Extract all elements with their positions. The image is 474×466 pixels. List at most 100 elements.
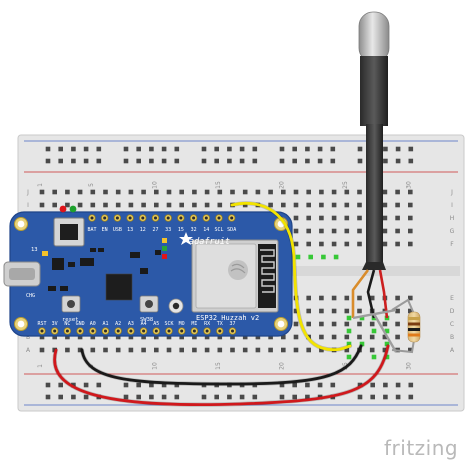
breadboard-hole[interactable] [268, 189, 273, 195]
breadboard-hole[interactable] [77, 202, 83, 208]
rail-hole[interactable] [45, 158, 51, 164]
breadboard-hole[interactable] [242, 202, 248, 208]
breadboard-hole[interactable] [230, 334, 235, 340]
rail-hole[interactable] [214, 146, 219, 152]
rail-hole[interactable] [149, 158, 154, 164]
breadboard-hole[interactable] [166, 334, 172, 340]
rail-hole[interactable] [383, 394, 388, 400]
breadboard-hole[interactable] [357, 308, 362, 314]
breadboard-hole[interactable] [395, 202, 400, 208]
rail-hole[interactable] [174, 382, 180, 388]
breadboard-hole[interactable] [382, 321, 388, 327]
rail-hole[interactable] [123, 382, 129, 388]
rail-hole[interactable] [330, 382, 336, 388]
breadboard-hole[interactable] [306, 189, 311, 195]
rail-hole[interactable] [370, 382, 375, 388]
breadboard-hole[interactable] [39, 347, 45, 353]
breadboard-hole[interactable] [331, 215, 337, 221]
breadboard-hole[interactable] [357, 202, 362, 208]
breadboard-hole[interactable] [281, 347, 286, 353]
breadboard-hole[interactable] [141, 202, 146, 208]
breadboard-hole[interactable] [128, 202, 134, 208]
breadboard-hole[interactable] [255, 189, 261, 195]
breadboard-hole[interactable] [319, 308, 324, 314]
rail-hole[interactable] [239, 394, 245, 400]
rail-hole[interactable] [71, 146, 76, 152]
breadboard-hole[interactable] [408, 189, 413, 195]
breadboard-hole[interactable] [395, 295, 400, 301]
breadboard-hole[interactable] [331, 321, 337, 327]
rail-hole[interactable] [136, 146, 141, 152]
breadboard-hole[interactable] [179, 334, 184, 340]
breadboard-hole[interactable] [344, 308, 350, 314]
breadboard-hole[interactable] [281, 334, 286, 340]
breadboard-hole[interactable] [395, 215, 400, 221]
rail-hole[interactable] [201, 158, 207, 164]
breadboard-hole[interactable] [103, 334, 108, 340]
breadboard-hole[interactable] [331, 295, 337, 301]
rail-hole[interactable] [383, 382, 388, 388]
rail-hole[interactable] [239, 146, 245, 152]
breadboard-hole[interactable] [192, 189, 197, 195]
breadboard-hole[interactable] [319, 241, 324, 247]
breadboard-hole[interactable] [293, 202, 299, 208]
breadboard-hole[interactable] [179, 202, 184, 208]
rail-hole[interactable] [305, 394, 310, 400]
breadboard-hole[interactable] [331, 228, 337, 234]
rail-hole[interactable] [174, 394, 180, 400]
breadboard-hole[interactable] [128, 189, 134, 195]
breadboard-hole[interactable] [331, 241, 337, 247]
breadboard-hole[interactable] [382, 215, 388, 221]
rail-hole[interactable] [136, 382, 141, 388]
breadboard-hole[interactable] [369, 321, 375, 327]
breadboard-hole[interactable] [39, 202, 45, 208]
rail-hole[interactable] [383, 158, 388, 164]
breadboard-hole[interactable] [408, 228, 413, 234]
breadboard-hole[interactable] [115, 334, 121, 340]
rail-hole[interactable] [161, 158, 167, 164]
rail-hole[interactable] [408, 394, 414, 400]
breadboard-hole[interactable] [408, 241, 413, 247]
rail-hole[interactable] [305, 382, 310, 388]
red-wire[interactable] [53, 344, 390, 407]
breadboard-hole[interactable] [382, 228, 388, 234]
breadboard-hole[interactable] [293, 334, 299, 340]
breadboard-hole[interactable] [217, 334, 223, 340]
breadboard-hole[interactable] [408, 202, 413, 208]
breadboard-hole[interactable] [293, 347, 299, 353]
breadboard-hole[interactable] [65, 347, 70, 353]
breadboard-hole[interactable] [217, 202, 223, 208]
rail-hole[interactable] [83, 382, 89, 388]
breadboard-hole[interactable] [306, 321, 311, 327]
rail-hole[interactable] [227, 394, 232, 400]
breadboard-hole[interactable] [344, 321, 350, 327]
rail-hole[interactable] [357, 394, 363, 400]
breadboard-hole[interactable] [306, 215, 311, 221]
breadboard-hole[interactable] [141, 189, 146, 195]
rail-hole[interactable] [58, 394, 63, 400]
rail-hole[interactable] [161, 394, 167, 400]
breadboard-hole[interactable] [306, 228, 311, 234]
rail-hole[interactable] [71, 382, 76, 388]
breadboard-hole[interactable] [382, 202, 388, 208]
breadboard-hole[interactable] [90, 347, 96, 353]
breadboard-hole[interactable] [268, 347, 273, 353]
breadboard-hole[interactable] [192, 347, 197, 353]
breadboard-hole[interactable] [103, 202, 108, 208]
breadboard-hole[interactable] [192, 202, 197, 208]
rail-hole[interactable] [279, 394, 285, 400]
breadboard-hole[interactable] [369, 334, 375, 340]
rail-hole[interactable] [201, 394, 207, 400]
breadboard-hole[interactable] [242, 347, 248, 353]
breadboard-hole[interactable] [65, 334, 70, 340]
rail-hole[interactable] [370, 394, 375, 400]
black-wire[interactable] [80, 344, 363, 386]
rail-hole[interactable] [149, 146, 154, 152]
breadboard-hole[interactable] [344, 241, 350, 247]
rail-hole[interactable] [123, 394, 129, 400]
breadboard-hole[interactable] [382, 241, 388, 247]
breadboard-hole[interactable] [90, 189, 96, 195]
rail-hole[interactable] [292, 146, 297, 152]
breadboard-hole[interactable] [230, 189, 235, 195]
rail-hole[interactable] [227, 158, 232, 164]
